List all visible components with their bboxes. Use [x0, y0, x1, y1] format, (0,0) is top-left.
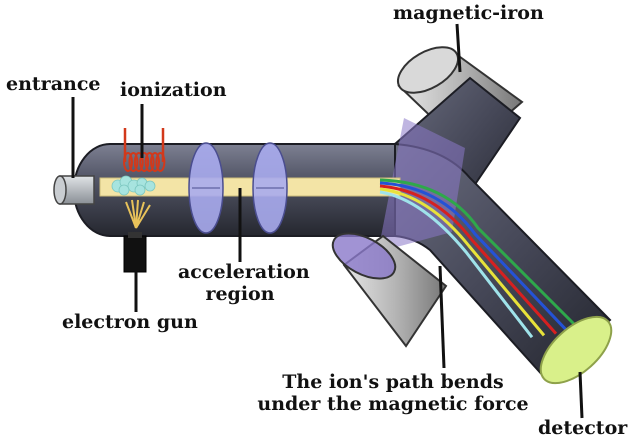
ion-path — [379, 190, 534, 339]
electron-gun-label: electron gun — [62, 311, 198, 333]
acceleration-region-label: acceleration region — [178, 261, 310, 306]
magnetic-iron-label: magnetic-iron — [393, 2, 544, 24]
ion-cloud — [111, 175, 156, 196]
entrance-label: entrance — [6, 73, 101, 95]
ionization-label: ionization — [120, 79, 227, 101]
ion-path — [379, 178, 582, 332]
coil-loop — [128, 152, 139, 172]
coil-loops — [123, 152, 166, 172]
coil-loop — [150, 152, 160, 172]
leader-lines — [71, 23, 584, 419]
coil-loop — [139, 152, 150, 172]
electron-gun — [123, 232, 147, 273]
ionization-coil — [123, 128, 166, 172]
acceleration-disc-2 — [252, 142, 288, 234]
ion-beam — [99, 177, 401, 197]
acceleration-disc-1 — [188, 142, 224, 234]
acceleration-label-line2: region — [205, 282, 275, 305]
coil-loop — [123, 152, 133, 172]
ion-path-caption-line2: under the magnetic force — [257, 392, 529, 415]
acceleration-label-line1: acceleration — [178, 261, 310, 283]
coil-loop — [144, 152, 155, 172]
ion-path-caption-line1: The ion's path bends — [282, 371, 504, 393]
electron-spray — [125, 199, 151, 229]
entrance-nozzle — [53, 175, 95, 205]
ion-path — [379, 184, 558, 335]
detector — [539, 315, 613, 385]
bottom-magnet — [331, 232, 448, 348]
ion-path — [379, 187, 546, 337]
ion-path — [379, 181, 570, 333]
coil-loop — [155, 152, 166, 172]
ion-paths — [379, 178, 582, 339]
coil-loop — [133, 152, 144, 172]
detector-label: detector — [538, 417, 628, 439]
ion-path-caption: The ion's path bends under the magnetic … — [248, 371, 538, 416]
